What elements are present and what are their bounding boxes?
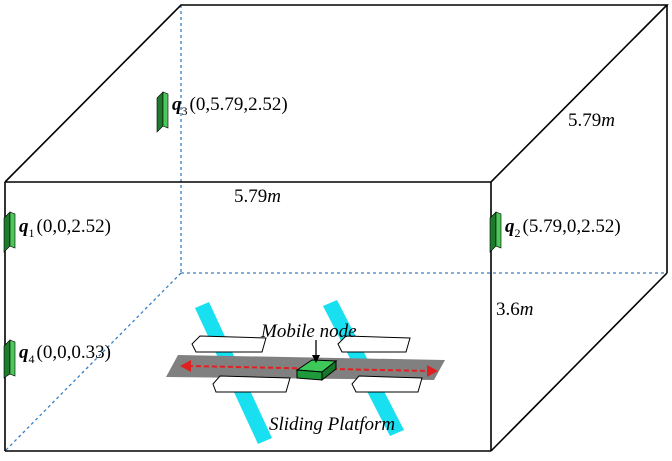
block-2 xyxy=(337,335,411,353)
dimension-top-width: 5.79m xyxy=(234,186,281,207)
mobile-node-side xyxy=(321,359,337,382)
mobile-node-front xyxy=(296,369,323,381)
mobile-node-label: Mobile node xyxy=(260,321,357,342)
dimension-height: 3.6m xyxy=(496,299,533,320)
anchor-q3-label: q3(0,5.79,2.52) xyxy=(172,94,288,118)
arrow-head-left xyxy=(180,360,191,372)
block-3 xyxy=(212,375,291,393)
box-bottom-right-edge xyxy=(490,272,668,452)
anchor-q3-icon xyxy=(156,91,169,133)
block-4 xyxy=(351,375,423,393)
sliding-platform xyxy=(166,300,445,444)
anchor-q1-label: q1(0,0,2.52) xyxy=(19,216,111,240)
anchor-q4-icon xyxy=(3,339,16,379)
block-1 xyxy=(191,335,267,353)
anchor-q1-icon xyxy=(3,211,16,253)
hidden-edges xyxy=(4,5,667,452)
sliding-platform-label: Sliding Platform xyxy=(269,414,395,435)
arrow-head-right xyxy=(427,365,438,377)
anchor-q2-icon xyxy=(489,211,502,253)
box-top-face xyxy=(4,4,669,183)
dimension-top-depth: 5.79m xyxy=(568,110,615,131)
mobile-node-pointer-head xyxy=(312,355,320,363)
anchor-q2-label: q2(5.79,0,2.52) xyxy=(505,216,621,240)
anchor-q4-label: q4(0,0,0.33) xyxy=(19,342,111,366)
